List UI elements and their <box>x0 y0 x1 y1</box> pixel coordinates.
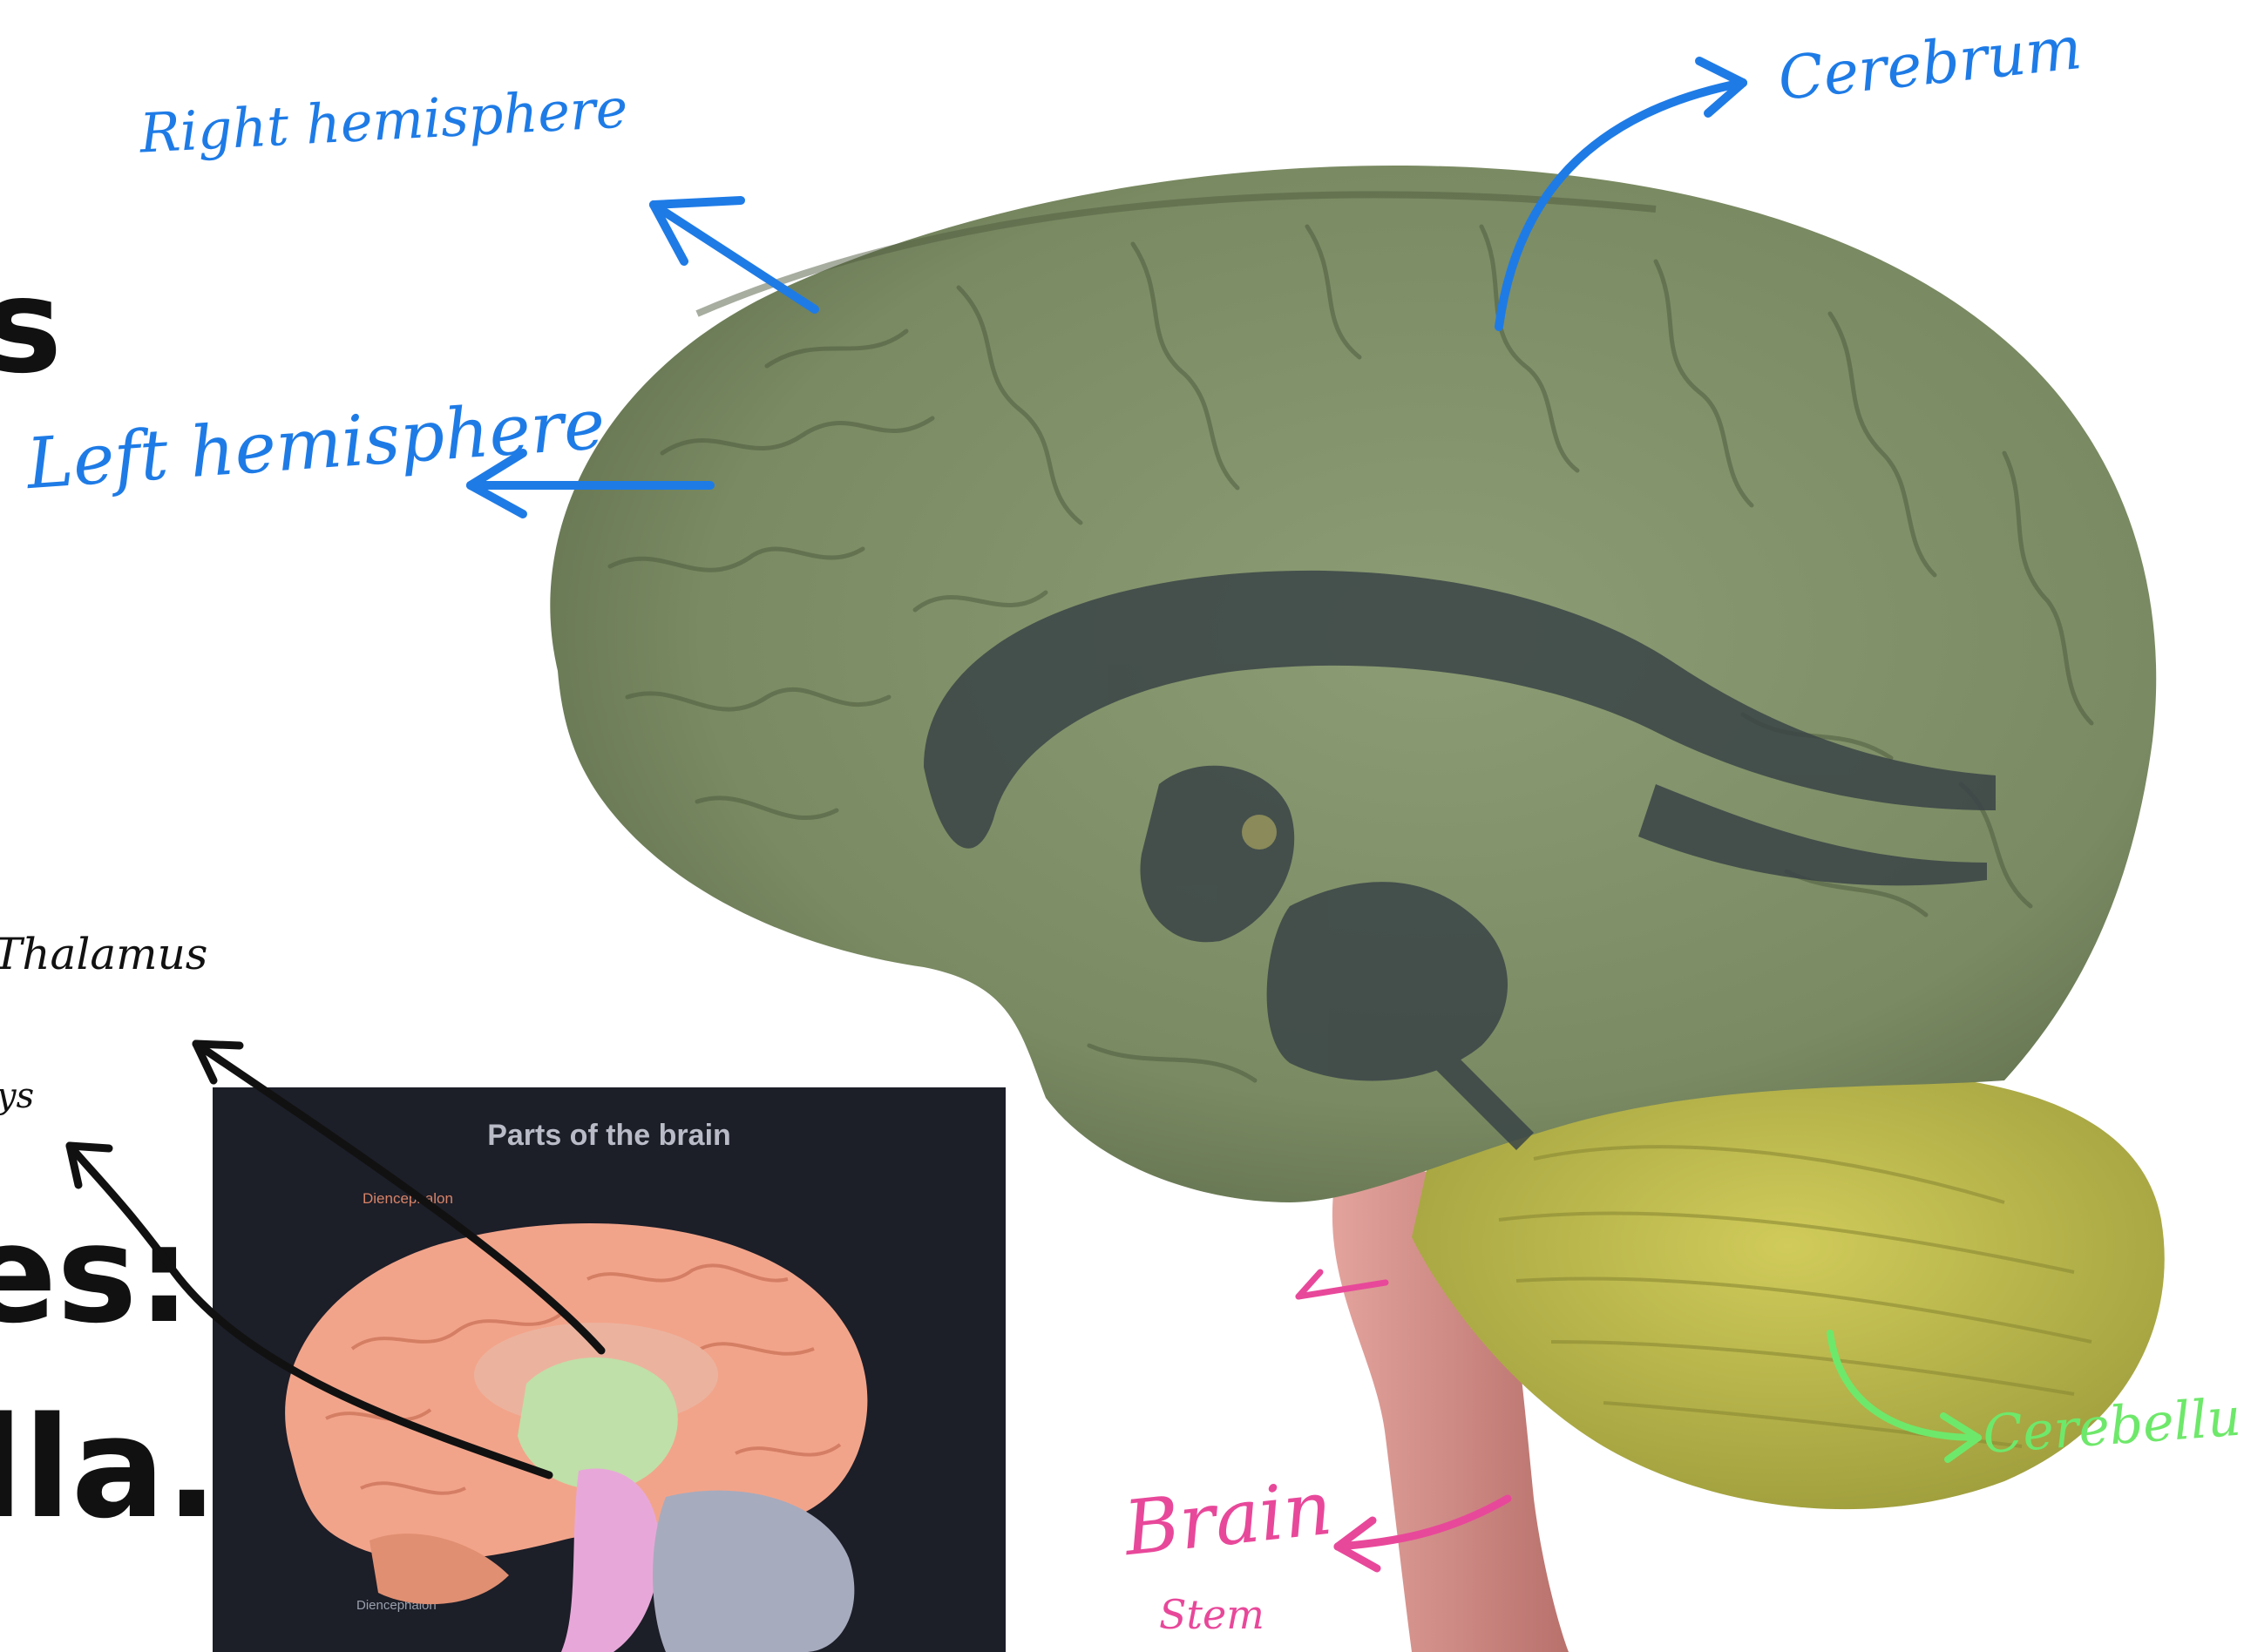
arrow-icon <box>196 1044 601 1351</box>
arrow-icon <box>1499 61 1743 327</box>
arrow-icon <box>70 1146 549 1475</box>
arrow-icon <box>1338 1499 1508 1568</box>
label-partial: ys <box>0 1079 34 1114</box>
arrow-icon <box>654 200 815 309</box>
label-thalamus: Thalamus <box>0 932 207 976</box>
arrow-icon <box>1830 1333 1978 1459</box>
label-brain-stem-line1: Brain <box>1121 1471 1335 1567</box>
arrow-icon <box>1298 1272 1386 1297</box>
label-brain-stem-line2: Stem <box>1159 1594 1264 1635</box>
